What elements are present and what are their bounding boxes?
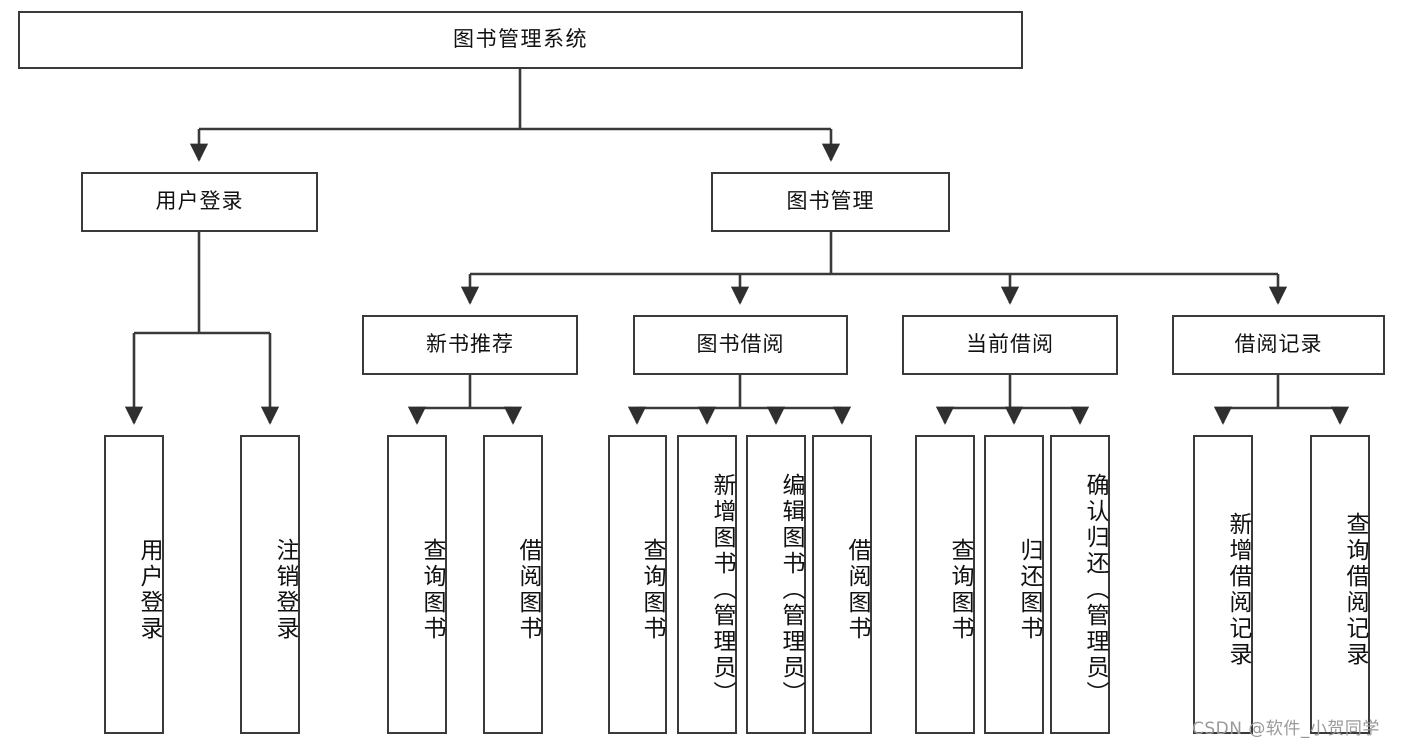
node-label: 图书借阅: [696, 332, 785, 357]
node-label: 借阅记录: [1234, 332, 1323, 357]
node-label: 新增借阅记录: [1225, 511, 1251, 668]
node-label: 当前借阅: [966, 332, 1054, 357]
node-book-management[interactable]: 图书管理: [711, 172, 950, 232]
node-label: 查询图书: [947, 537, 973, 642]
node-current-borrow[interactable]: 当前借阅: [902, 315, 1118, 375]
node-label: 图书管理: [786, 189, 875, 214]
leaf-add-borrow-record[interactable]: 新增借阅记录: [1193, 435, 1253, 734]
leaf-query-book-current[interactable]: 查询图书: [915, 435, 975, 734]
node-label: 新书推荐: [426, 332, 514, 357]
node-new-book-recommend[interactable]: 新书推荐: [362, 315, 578, 375]
node-label: 查询图书: [639, 537, 665, 642]
node-user-login[interactable]: 用户登录: [81, 172, 318, 232]
leaf-borrow-book[interactable]: 借阅图书: [812, 435, 872, 734]
leaf-query-borrow-record[interactable]: 查询借阅记录: [1310, 435, 1370, 734]
node-label: 图书管理系统: [453, 27, 588, 52]
node-label: 借阅图书: [515, 537, 541, 642]
leaf-return-book[interactable]: 归还图书: [984, 435, 1044, 734]
leaf-user-login[interactable]: 用户登录: [104, 435, 164, 734]
leaf-edit-book-admin[interactable]: 编辑图书（管理员）: [746, 435, 806, 734]
leaf-query-book-recommend[interactable]: 查询图书: [387, 435, 447, 734]
node-borrow-record[interactable]: 借阅记录: [1172, 315, 1385, 375]
node-label: 编辑图书（管理员）: [778, 472, 804, 707]
node-label: 借阅图书: [844, 537, 870, 642]
leaf-add-book-admin[interactable]: 新增图书（管理员）: [677, 435, 737, 734]
node-label: 新增图书（管理员）: [709, 472, 735, 707]
leaf-confirm-return-admin[interactable]: 确认归还（管理员）: [1050, 435, 1110, 734]
leaf-query-book-borrow[interactable]: 查询图书: [608, 435, 667, 734]
node-label: 用户登录: [155, 189, 244, 214]
node-book-borrow[interactable]: 图书借阅: [633, 315, 848, 375]
leaf-logout[interactable]: 注销登录: [240, 435, 300, 734]
node-label: 注销登录: [272, 537, 298, 642]
node-root-book-management-system[interactable]: 图书管理系统: [18, 11, 1023, 69]
node-label: 用户登录: [136, 537, 162, 642]
watermark-text: CSDN @软件_小贺同学: [1192, 719, 1380, 739]
node-label: 归还图书: [1016, 537, 1042, 642]
node-label: 确认归还（管理员）: [1082, 472, 1108, 707]
leaf-borrow-book-recommend[interactable]: 借阅图书: [483, 435, 543, 734]
node-label: 查询图书: [419, 537, 445, 642]
node-label: 查询借阅记录: [1342, 511, 1368, 668]
